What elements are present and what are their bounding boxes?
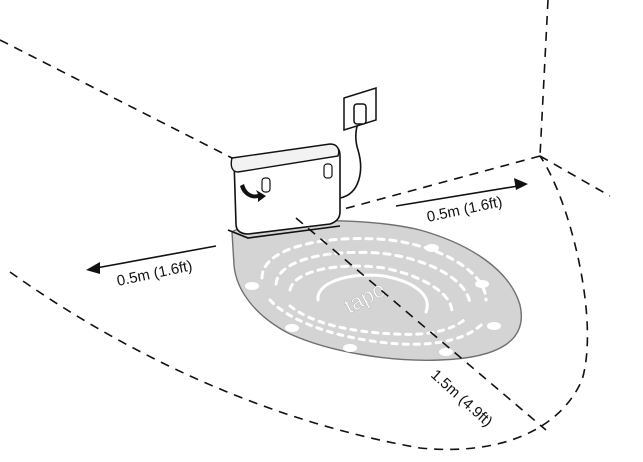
wall-corner-right bbox=[539, 155, 611, 197]
cable-arrow-icon bbox=[240, 184, 266, 202]
station-contact-right bbox=[323, 163, 333, 179]
mat-dot-3 bbox=[343, 344, 357, 352]
right-arrowhead bbox=[514, 178, 528, 190]
station-contact-left bbox=[261, 177, 271, 193]
mat-arc-3 bbox=[288, 264, 454, 314]
mat-dot-1 bbox=[245, 282, 259, 290]
power-adapter bbox=[353, 103, 367, 125]
mat-dot-2 bbox=[285, 324, 299, 332]
mat-dot-6 bbox=[475, 280, 489, 288]
dimension-arrows bbox=[86, 178, 528, 274]
mat-dot-7 bbox=[425, 244, 439, 252]
wall-corner-vertical bbox=[539, 0, 549, 157]
charging-mat: tapo bbox=[231, 220, 522, 361]
mat-arc-2 bbox=[274, 250, 472, 308]
room-boundary bbox=[0, 0, 611, 451]
wall-left-diagonal bbox=[0, 39, 233, 159]
front-clearance-label: 1.5m (4.9ft) bbox=[427, 366, 495, 430]
floor-back-edge-right bbox=[339, 155, 541, 211]
mat-dot-5 bbox=[487, 322, 501, 330]
front-center-line bbox=[295, 217, 547, 431]
power-cable bbox=[339, 117, 362, 199]
mat-arc-inner bbox=[316, 273, 429, 314]
right-dimension-arrow bbox=[395, 185, 519, 207]
station-top bbox=[230, 143, 340, 173]
right-clearance-label: 0.5m (1.6ft) bbox=[425, 193, 504, 226]
mat-dot-4 bbox=[439, 348, 453, 356]
power-supply bbox=[339, 86, 377, 199]
mat-arc-5 bbox=[288, 304, 466, 336]
floor-boundary-curve-left bbox=[9, 155, 589, 451]
left-arrowhead bbox=[86, 262, 100, 274]
left-dimension-arrow bbox=[95, 245, 217, 269]
charging-station bbox=[227, 143, 341, 239]
mat-arc-1 bbox=[260, 237, 488, 302]
